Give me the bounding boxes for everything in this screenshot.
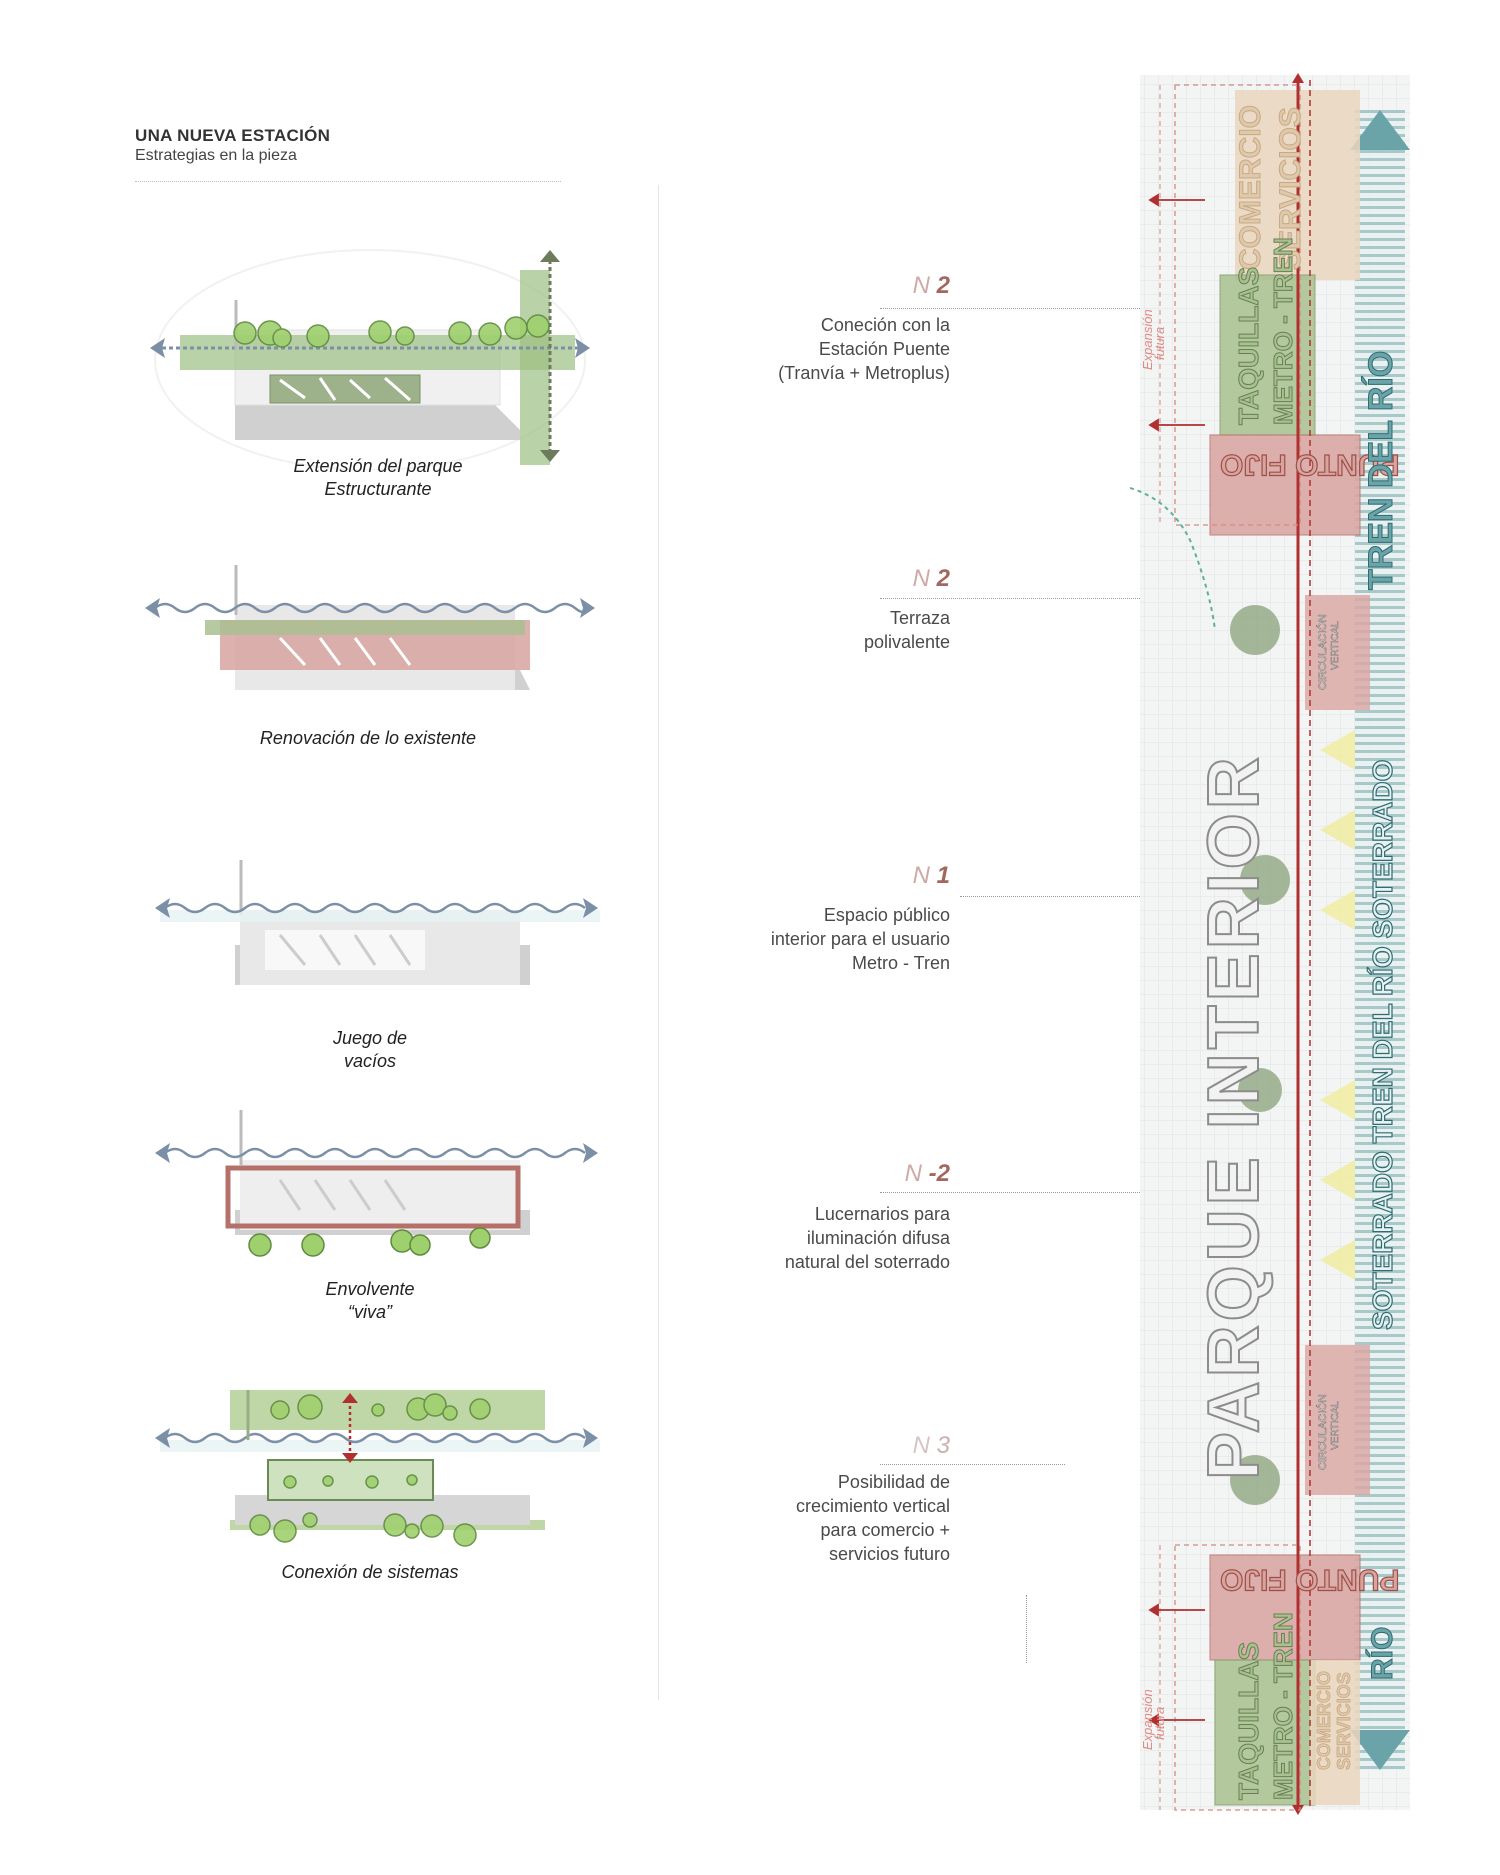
desc-line: servicios futuro — [828, 1544, 950, 1564]
strategy-diagram-voids — [155, 860, 600, 985]
label-punto-fijo-top: PUNTO FIJO — [1220, 448, 1399, 481]
level-value: 3 — [936, 1432, 950, 1459]
desc-line: crecimiento vertical — [795, 1496, 950, 1516]
level-label: N 1 — [880, 862, 950, 890]
level-description: Terraza polivalente — [650, 606, 950, 654]
station-plan-strip: COMERCIO SERVICIOS TAQUILLAS METRO - TRE… — [1130, 73, 1410, 1815]
level-label: N 2 — [880, 272, 950, 300]
page-subtitle: Estrategias en la pieza — [135, 147, 297, 164]
leader-line — [880, 308, 1140, 309]
leader-line — [880, 1192, 1220, 1193]
desc-line: natural del soterrado — [784, 1252, 950, 1272]
label-soterrado: SOTERRADO TREN DEL RÍO SOTERRADO — [1367, 760, 1398, 1330]
label-expansion-top: Expansión — [1140, 309, 1155, 370]
level-description: Coneción con la Estación Puente (Tranvía… — [650, 313, 950, 385]
desc-line: Metro - Tren — [851, 953, 950, 973]
level-label: N 2 — [880, 565, 950, 593]
caption-line: Conexión de sistemas — [281, 1562, 459, 1582]
label-comercio-bottom: COMERCIO — [1314, 1671, 1334, 1770]
label-taquillas-top: TAQUILLAS — [1233, 267, 1264, 425]
caption-line: Renovación de lo existente — [259, 728, 477, 748]
label-comercio-top: COMERCIO — [1234, 105, 1267, 270]
label-futura-bottom: futura — [1152, 1707, 1167, 1740]
strategy-diagram-renovation — [145, 565, 595, 690]
desc-line: interior para el usuario — [770, 929, 950, 949]
label-parque-interior: PARQUE INTERIOR — [1194, 753, 1274, 1480]
level-prefix: N — [904, 1160, 922, 1187]
leader-line — [960, 896, 1220, 897]
level-description: Espacio público interior para el usuario… — [650, 903, 950, 975]
level-label: N -2 — [860, 1160, 950, 1188]
level-value: 2 — [936, 272, 950, 299]
desc-line: Espacio público — [823, 905, 950, 925]
label-circulacion-1: CIRCULACIÓN — [1316, 614, 1329, 690]
caption-line: Juego de — [332, 1028, 408, 1048]
label-tren-del-rio: TREN DEL RÍO — [1362, 351, 1400, 590]
level-label: N 3 — [880, 1432, 950, 1460]
label-punto-fijo-bottom: PUNTO FIJO — [1220, 1563, 1399, 1596]
desc-line: Terraza — [889, 608, 950, 628]
level-prefix: N — [912, 272, 930, 299]
level-description: Lucernarios para iluminación difusa natu… — [650, 1202, 950, 1274]
desc-line: para comercio + — [820, 1520, 950, 1540]
level-prefix: N — [912, 862, 930, 889]
label-vertical-1: VERTICAL — [1330, 621, 1341, 670]
desc-line: iluminación difusa — [806, 1228, 950, 1248]
label-rio-bottom: RÍO — [1365, 1627, 1399, 1680]
leader-line — [880, 1464, 1065, 1465]
label-vertical-2: VERTICAL — [1330, 1401, 1341, 1450]
caption-line: Envolvente — [325, 1279, 415, 1299]
desc-line: Coneción con la — [820, 315, 950, 335]
label-taquillas-bottom: TAQUILLAS — [1233, 1642, 1264, 1800]
caption-line: vacíos — [343, 1051, 397, 1071]
level-description: Posibilidad de crecimiento vertical para… — [650, 1470, 950, 1566]
caption-line: Estructurante — [324, 479, 432, 499]
column-divider — [658, 185, 659, 1700]
caption-living-envelope: Envolvente “viva” — [200, 1278, 540, 1324]
caption-line: Extensión del parque — [293, 456, 463, 476]
label-servicios-top: SERVICIOS — [1274, 107, 1307, 270]
header-divider — [135, 181, 561, 182]
strategy-diagram-park-extension — [150, 249, 590, 470]
label-metro-tren-top: METRO - TREN — [1268, 237, 1298, 425]
label-servicios-bottom: SERVICIOS — [1334, 1672, 1354, 1770]
desc-line: Posibilidad de — [837, 1472, 950, 1492]
level-value: 2 — [936, 565, 950, 592]
caption-renovation: Renovación de lo existente — [198, 727, 538, 750]
label-metro-tren-bottom: METRO - TREN — [1268, 1612, 1298, 1800]
small-divider — [1026, 1595, 1027, 1663]
desc-line: Estación Puente — [818, 339, 950, 359]
page-title: UNA NUEVA ESTACIÓN — [135, 126, 331, 145]
desc-line: polivalente — [863, 632, 950, 652]
strategy-diagram-living-envelope — [155, 1110, 598, 1257]
level-prefix: N — [912, 565, 930, 592]
label-circulacion-2: CIRCULACIÓN — [1316, 1394, 1329, 1470]
level-prefix: N — [912, 1432, 930, 1459]
label-expansion-bottom: Expansión — [1140, 1689, 1155, 1750]
caption-line: “viva” — [348, 1302, 392, 1322]
level-value: -2 — [928, 1160, 950, 1187]
level-value: 1 — [936, 862, 950, 889]
strategy-diagram-system-connection — [155, 1390, 600, 1547]
caption-park-extension: Extensión del parque Estructurante — [208, 455, 548, 501]
caption-voids: Juego de vacíos — [200, 1027, 540, 1073]
desc-line: (Tranvía + Metroplus) — [778, 363, 950, 383]
caption-system-connection: Conexión de sistemas — [200, 1561, 540, 1584]
label-futura-top: futura — [1152, 327, 1167, 360]
desc-line: Lucernarios para — [814, 1204, 950, 1224]
leader-line — [880, 598, 1220, 599]
